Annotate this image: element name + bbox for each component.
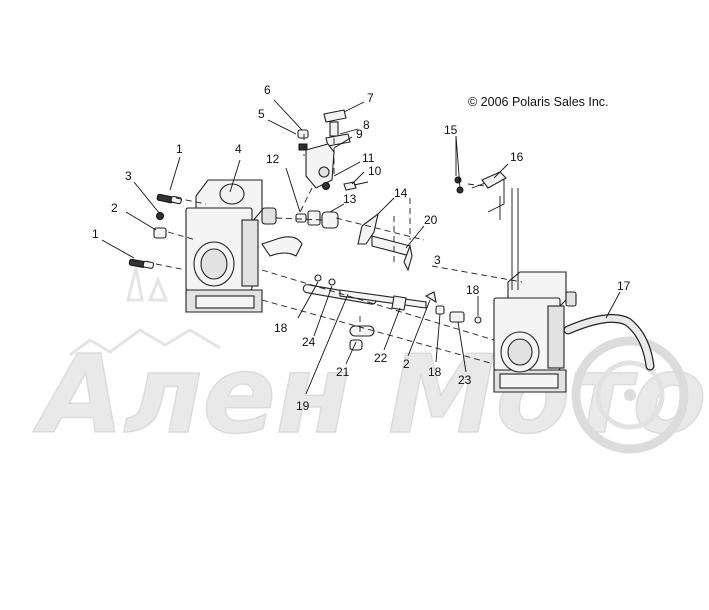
callout-3: 3 bbox=[125, 169, 132, 183]
watermark-wheel bbox=[571, 336, 689, 454]
callout-3: 3 bbox=[434, 253, 441, 267]
callout-18: 18 bbox=[274, 321, 288, 335]
callout-21: 21 bbox=[336, 365, 350, 379]
callout-17: 17 bbox=[617, 279, 631, 293]
callout-10: 10 bbox=[368, 164, 382, 178]
fuel-hose bbox=[563, 313, 655, 371]
callout-2: 2 bbox=[403, 357, 410, 371]
copyright-notice: © 2006 Polaris Sales Inc. bbox=[468, 95, 609, 109]
callout-6: 6 bbox=[264, 83, 271, 97]
callout-4: 4 bbox=[235, 142, 242, 156]
bolts bbox=[128, 193, 182, 269]
callout-8: 8 bbox=[363, 118, 370, 132]
callout-19: 19 bbox=[296, 399, 310, 413]
callout-2: 2 bbox=[111, 201, 118, 215]
callout-13: 13 bbox=[343, 192, 357, 206]
callout-20: 20 bbox=[424, 213, 438, 227]
needle-parts bbox=[295, 210, 379, 245]
callout-18: 18 bbox=[466, 283, 480, 297]
callout-labels: 1 1 2 2 3 3 4 5 6 7 8 9 10 11 12 13 14 1… bbox=[92, 83, 631, 413]
callout-9: 9 bbox=[356, 127, 363, 141]
watermark: Ален Мото bbox=[31, 267, 707, 459]
leader-lines bbox=[101, 99, 621, 395]
callout-7: 7 bbox=[367, 91, 374, 105]
callout-15: 15 bbox=[444, 123, 458, 137]
callout-24: 24 bbox=[302, 335, 316, 349]
left-carburetor bbox=[185, 179, 303, 313]
right-carburetor bbox=[493, 271, 577, 393]
callout-14: 14 bbox=[394, 186, 408, 200]
callout-22: 22 bbox=[374, 351, 388, 365]
assembly-lines bbox=[155, 134, 523, 365]
callout-1: 1 bbox=[92, 227, 99, 241]
callout-16: 16 bbox=[510, 150, 524, 164]
callout-12: 12 bbox=[266, 152, 280, 166]
top-fasteners bbox=[297, 109, 369, 191]
callout-1: 1 bbox=[176, 142, 183, 156]
callout-5: 5 bbox=[258, 107, 265, 121]
callout-18: 18 bbox=[428, 365, 442, 379]
callout-23: 23 bbox=[458, 373, 472, 387]
callout-11: 11 bbox=[362, 151, 375, 165]
throttle-bracket bbox=[454, 171, 519, 290]
linkage-parts bbox=[314, 274, 482, 324]
